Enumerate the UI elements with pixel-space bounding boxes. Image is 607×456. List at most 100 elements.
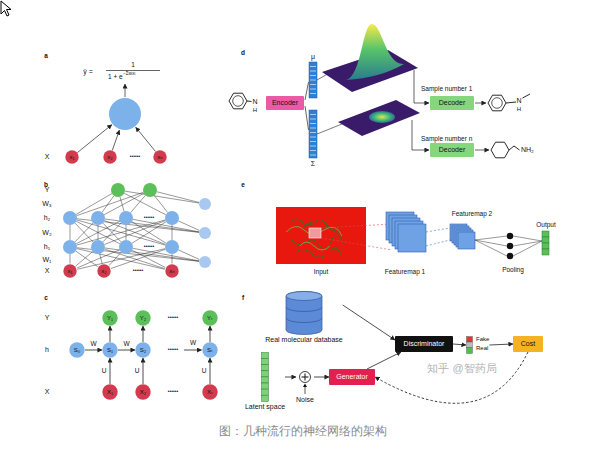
encoder-link <box>305 106 309 130</box>
sample-label: Sample number n <box>421 135 472 142</box>
dense-connection <box>132 250 165 267</box>
neuron-circle <box>103 150 116 163</box>
latent-cell <box>262 383 269 389</box>
database-node: Real molecular database <box>265 291 342 344</box>
panel-letter: a <box>44 52 48 59</box>
protein-structure <box>290 219 342 258</box>
node-text: S₀ <box>74 347 81 354</box>
encoder-link <box>305 82 309 100</box>
dense-connection <box>172 225 173 240</box>
row-label: Y <box>45 186 50 194</box>
dense-connection <box>100 254 102 264</box>
dense-connection <box>76 194 112 215</box>
input-neuron: xₙ <box>153 150 167 164</box>
weight-label: W₂ <box>42 229 51 237</box>
pooling-unit <box>507 253 513 259</box>
dense-connection <box>76 252 93 267</box>
latent-cell <box>262 353 269 359</box>
database-top <box>286 292 322 301</box>
real-cell <box>467 348 473 354</box>
node-text: Decoder <box>439 99 465 107</box>
neutral-cell <box>467 342 473 348</box>
node-text: Latent space <box>245 403 285 411</box>
gaussian-blob <box>369 111 395 123</box>
database-cylinder <box>286 292 322 335</box>
dense-connection <box>75 223 93 242</box>
edge-label: U <box>134 367 141 374</box>
neuron-circle <box>102 384 117 399</box>
neuron-circle <box>135 342 150 357</box>
atom-label: H <box>517 106 521 113</box>
stage-label: Pooling <box>502 266 524 273</box>
vector-label: μ <box>311 53 315 61</box>
panel-letter: f <box>242 294 244 301</box>
node-text: x₁ <box>69 154 74 161</box>
row-label: X <box>45 153 50 161</box>
neuron-circle <box>202 342 217 357</box>
node-text: Cost <box>521 340 535 348</box>
formula-text: 1 + e <box>108 73 123 80</box>
hidden-neuron <box>165 240 179 254</box>
plus-sign <box>302 374 309 381</box>
hidden-neuron <box>119 211 133 225</box>
fraction-bar <box>106 70 160 71</box>
feature-map <box>458 232 475 249</box>
dense-connection <box>126 225 127 240</box>
hidden-neuron <box>91 240 105 254</box>
ellipsis-dots: •••••• <box>133 268 144 274</box>
ellipsis-dots: •••••• <box>144 244 155 250</box>
recurrent-arrow <box>184 350 202 351</box>
dense-connection <box>77 192 144 215</box>
panel-letter: e <box>241 181 245 188</box>
output-cell <box>542 249 549 255</box>
pooling-unit <box>507 233 513 239</box>
dense-connection <box>105 221 166 245</box>
database-stripes <box>286 307 322 323</box>
vector-cells <box>310 67 316 94</box>
stage-label: Input <box>314 268 328 275</box>
stage-label: Featuremap 2 <box>452 210 492 217</box>
protein-structure <box>286 226 342 250</box>
connector <box>110 326 111 342</box>
latent-cell <box>262 377 269 383</box>
chemical-bond <box>506 102 516 103</box>
pooling-unit <box>507 243 513 249</box>
formula-text: 1 <box>131 61 135 68</box>
input-neuron: x₂ <box>97 264 111 278</box>
row-label: h₁ <box>44 243 50 251</box>
output-lines <box>513 236 542 256</box>
row-label: h <box>45 346 49 354</box>
sum-circle <box>300 372 311 383</box>
node-text: X₁ <box>107 389 113 396</box>
input-image <box>276 207 366 264</box>
dense-connection <box>157 192 199 203</box>
input-neuron: X₂ <box>135 384 151 400</box>
node-text: x₂ <box>107 154 112 161</box>
node-text: Yₜ <box>207 315 213 322</box>
hidden-neuron <box>91 211 105 225</box>
decode-arrow <box>475 150 489 151</box>
latent-cell <box>262 365 269 371</box>
gaussian-peak <box>346 24 404 80</box>
row-label: Y <box>45 314 50 322</box>
hidden-neuron <box>165 211 179 225</box>
node-text: x₂ <box>101 268 106 275</box>
connector <box>314 377 329 378</box>
dense-connection <box>76 251 98 267</box>
node-text: x₁ <box>67 268 72 275</box>
connector <box>143 326 144 342</box>
row-label: X <box>45 267 50 275</box>
edge-label: W <box>89 340 97 347</box>
noise-arrow <box>305 387 306 395</box>
chemical-bond <box>247 101 252 103</box>
node-text: Discriminator <box>404 340 445 348</box>
panel-letter: d <box>241 49 245 56</box>
connector <box>375 352 528 403</box>
connector <box>367 352 401 369</box>
neuron-circle <box>202 310 217 325</box>
input-neuron: X₁ <box>102 384 118 400</box>
decoder-box: Decoder <box>430 96 474 110</box>
sample-arrow <box>412 120 429 150</box>
atom-label: H <box>253 107 257 114</box>
node-text: Y₁ <box>107 315 113 322</box>
